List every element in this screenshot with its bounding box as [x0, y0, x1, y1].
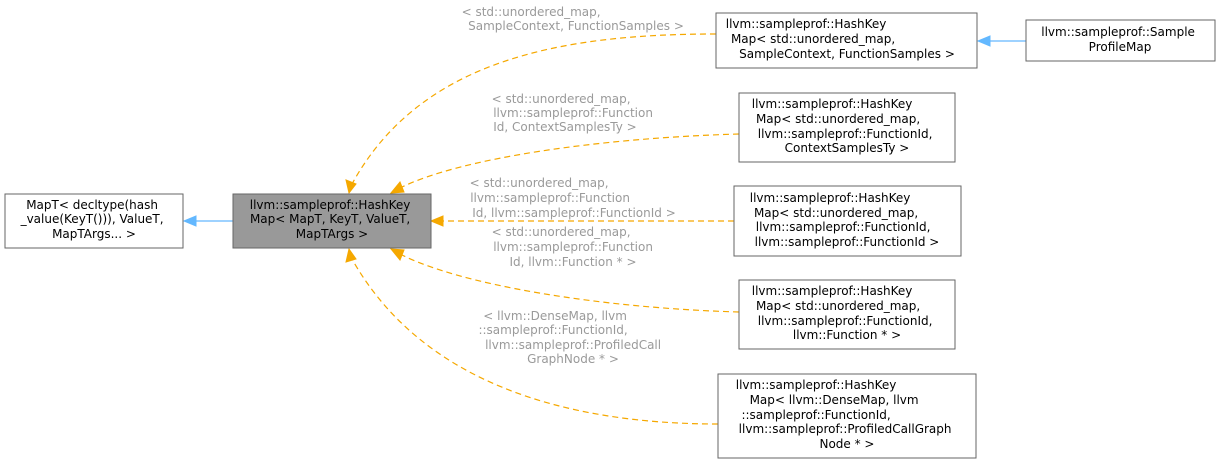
- svg-text:llvm::sampleprof::HashKey: llvm::sampleprof::HashKey Map< std::unor…: [750, 191, 940, 249]
- node-inst4[interactable]: llvm::sampleprof::HashKey Map< std::unor…: [738, 279, 956, 350]
- edge-label-line: < llvm::DenseMap, llvm: [483, 309, 627, 323]
- edge-label-e1: < std::unordered_map, SampleContext, Fun…: [462, 5, 684, 33]
- svg-text:< std::unordered_map, ll: < std::unordered_map, llvm::sampleprof::…: [492, 225, 657, 269]
- node-label-line: Map< std::unordered_map,: [756, 112, 920, 126]
- edge-label-line: < std::unordered_map,: [462, 5, 601, 19]
- edge-label-line: SampleContext, FunctionSamples >: [468, 19, 684, 33]
- node-label-line: llvm::sampleprof::HashKey: [250, 198, 411, 212]
- node-inst3[interactable]: llvm::sampleprof::HashKey Map< std::unor…: [733, 185, 962, 257]
- node-inst1[interactable]: llvm::sampleprof::HashKey Map< std::unor…: [715, 12, 978, 69]
- node-label-line: ContextSamplesTy >: [785, 141, 910, 155]
- node-label-line: Map< llvm::DenseMap, llvm: [750, 393, 919, 407]
- node-label-line: Map< std::unordered_map,: [756, 299, 920, 313]
- edge-label-line: Id, llvm::Function * >: [509, 255, 636, 269]
- svg-text:< std::unordered_map, Sa: < std::unordered_map, SampleContext, Fun…: [462, 5, 684, 33]
- node-label-line: llvm::sampleprof::FunctionId,: [758, 127, 933, 141]
- edge-label-line: llvm::sampleprof::Function: [493, 106, 653, 120]
- edge-inst1-to-hashkeymap: [345, 33, 717, 195]
- node-label-line: llvm::Function * >: [793, 328, 901, 342]
- edge-label-line: llvm::sampleprof::Function: [493, 240, 653, 254]
- node-label-line: Map< std::unordered_map,: [754, 206, 918, 220]
- svg-text:llvm::sampleprof::HashKey: llvm::sampleprof::HashKey Map< std::unor…: [726, 17, 955, 61]
- node-maptbase[interactable]: MapT< decltype(hash _value(KeyT())), Val…: [4, 193, 184, 249]
- node-label-line: llvm::sampleprof::HashKey: [752, 284, 913, 298]
- edge-label-e4: < std::unordered_map, llvm::sampleprof::…: [492, 225, 657, 269]
- node-label-line: _value(KeyT())), ValueT,: [20, 212, 164, 226]
- node-label-line: llvm::sampleprof::HashKey: [726, 17, 887, 31]
- edge-hashkeymap-to-maptbase: [182, 215, 233, 227]
- node-label-line: llvm::sampleprof::FunctionId,: [756, 220, 931, 234]
- edge-label-line: llvm::sampleprof::ProfiledCall: [485, 338, 661, 352]
- edge-label-line: < std::unordered_map,: [492, 225, 631, 239]
- edge-label-line: llvm::sampleprof::Function: [470, 191, 630, 205]
- edge-inst4-to-hashkeymap: [389, 248, 740, 313]
- node-label-line: Node * >: [819, 437, 874, 451]
- edge-label-e5: < llvm::DenseMap, llvm ::sampleprof::Fun…: [478, 309, 664, 366]
- node-label-line: MapTArgs... >: [52, 227, 136, 241]
- node-label-line: ::sampleprof::FunctionId,: [741, 408, 890, 422]
- node-inst5[interactable]: llvm::sampleprof::HashKey Map< llvm::Den…: [717, 373, 977, 459]
- node-label-line: Map< std::unordered_map,: [731, 32, 895, 46]
- node-label-line: MapTArgs >: [296, 227, 368, 241]
- node-label-line: llvm::sampleprof::HashKey: [736, 378, 897, 392]
- edge-label-line: ::sampleprof::FunctionId,: [478, 323, 627, 337]
- svg-text:MapT< decltype(hash _val: MapT< decltype(hash _value(KeyT())), Val…: [20, 198, 168, 241]
- edge-label-line: Id, llvm::sampleprof::FunctionId >: [472, 206, 676, 220]
- node-label-line: Map< MapT, KeyT, ValueT,: [250, 212, 410, 226]
- edge-label-line: Id, ContextSamplesTy >: [493, 120, 636, 134]
- edge-inst2-to-hashkeymap: [389, 133, 740, 194]
- svg-text:< std::unordered_map, ll: < std::unordered_map, llvm::sampleprof::…: [492, 92, 657, 134]
- svg-text:llvm::sampleprof::HashKey: llvm::sampleprof::HashKey Map< llvm::Den…: [736, 378, 956, 451]
- edge-inst3-to-hashkeymap: [429, 215, 734, 227]
- node-label-line: llvm::sampleprof::FunctionId,: [758, 314, 933, 328]
- node-label-line: ProfileMap: [1089, 40, 1152, 54]
- svg-text:llvm::sampleprof::HashKey: llvm::sampleprof::HashKey Map< std::unor…: [752, 97, 937, 155]
- node-label-line: SampleContext, FunctionSamples >: [739, 47, 955, 61]
- node-label-line: llvm::sampleprof::HashKey: [752, 97, 913, 111]
- svg-text:< llvm::DenseMap, llvm :: < llvm::DenseMap, llvm ::sampleprof::Fun…: [478, 309, 664, 366]
- edge-label-e3: < std::unordered_map, llvm::sampleprof::…: [470, 176, 676, 220]
- edge-sampleprofilemap-to-inst1: [976, 35, 1026, 47]
- node-label-line: llvm::sampleprof::Sample: [1041, 25, 1195, 39]
- node-label-line: llvm::sampleprof::ProfiledCallGraph: [739, 422, 952, 436]
- node-inst2[interactable]: llvm::sampleprof::HashKey Map< std::unor…: [738, 92, 956, 163]
- node-sampleprofilemap[interactable]: llvm::sampleprof::Sample ProfileMap: [1025, 19, 1216, 62]
- svg-text:llvm::sampleprof::Sample: llvm::sampleprof::Sample ProfileMap: [1041, 25, 1199, 54]
- edge-label-line: < std::unordered_map,: [470, 176, 609, 190]
- svg-text:< std::unordered_map, ll: < std::unordered_map, llvm::sampleprof::…: [470, 176, 676, 220]
- node-label-line: MapT< decltype(hash: [26, 198, 158, 212]
- edge-label-line: GraphNode * >: [527, 352, 619, 366]
- svg-text:llvm::sampleprof::HashKey: llvm::sampleprof::HashKey Map< MapT, Key…: [250, 198, 415, 241]
- edge-label-e2: < std::unordered_map, llvm::sampleprof::…: [492, 92, 657, 134]
- svg-text:llvm::sampleprof::HashKey: llvm::sampleprof::HashKey Map< std::unor…: [752, 284, 937, 342]
- node-label-line: llvm::sampleprof::HashKey: [750, 191, 911, 205]
- node-label-line: llvm::sampleprof::FunctionId >: [755, 235, 940, 249]
- node-hashkeymap[interactable]: llvm::sampleprof::HashKey Map< MapT, Key…: [232, 193, 432, 249]
- edge-label-line: < std::unordered_map,: [492, 92, 631, 106]
- edge-inst5-to-hashkeymap: [345, 247, 719, 425]
